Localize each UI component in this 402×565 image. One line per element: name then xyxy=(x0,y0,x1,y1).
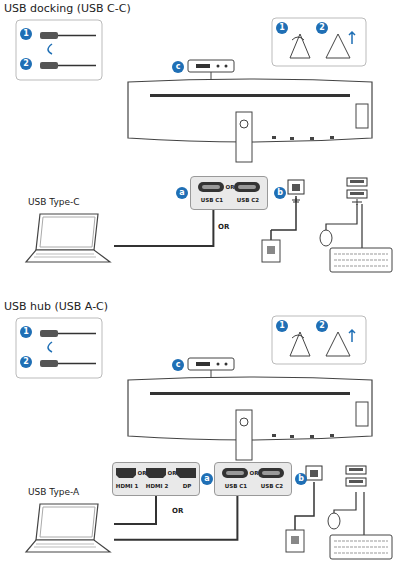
port-label: OR xyxy=(167,470,177,476)
port-label: OR xyxy=(249,470,259,476)
callout-number: b xyxy=(295,473,307,485)
port-label: HDMI 2 xyxy=(145,483,169,489)
laptop-heading: USB Type-A xyxy=(28,488,114,498)
callout-number: a xyxy=(176,187,188,199)
port-label: USB C2 xyxy=(233,197,263,203)
laptop: USB Type-C xyxy=(22,198,114,272)
callout-number: 1 xyxy=(276,22,288,34)
callout-number: 1 xyxy=(20,326,32,338)
port-label: OR xyxy=(137,470,147,476)
callout-number: 2 xyxy=(316,22,328,34)
callout-number: 2 xyxy=(316,320,328,332)
laptop-drawing xyxy=(22,198,114,272)
callout-number: 1 xyxy=(276,320,288,332)
callout-number: c xyxy=(172,61,184,73)
callout-number: b xyxy=(274,187,286,199)
laptop-heading: USB Type-C xyxy=(28,198,114,208)
port-label: USB C1 xyxy=(221,483,251,489)
callout-number: a xyxy=(201,473,213,485)
port-panel: USB C1 OR USB C2 xyxy=(190,176,268,210)
cable xyxy=(114,496,237,540)
section-title: USB hub (USB A-C) xyxy=(4,301,108,313)
port-label: USB C1 xyxy=(197,197,227,203)
or-label: OR xyxy=(218,224,229,232)
port-label: HDMI 1 xyxy=(115,483,139,489)
cable xyxy=(114,210,213,246)
port-label: DP xyxy=(177,483,197,489)
callout-number: 2 xyxy=(20,58,32,70)
port-label: USB C2 xyxy=(257,483,287,489)
laptop-drawing xyxy=(22,488,114,562)
port-label: OR xyxy=(225,184,235,190)
callout-number: 2 xyxy=(20,356,32,368)
port-panel: HDMI 1 OR HDMI 2 OR DP xyxy=(112,462,200,496)
section-title: USB docking (USB C-C) xyxy=(4,3,131,15)
callout-number: c xyxy=(172,359,184,371)
laptop: USB Type-A xyxy=(22,488,114,560)
or-label: OR xyxy=(172,508,183,516)
callout-number: 1 xyxy=(20,28,32,40)
cable xyxy=(114,496,156,524)
port-panel: USB C1 OR USB C2 xyxy=(214,462,292,496)
